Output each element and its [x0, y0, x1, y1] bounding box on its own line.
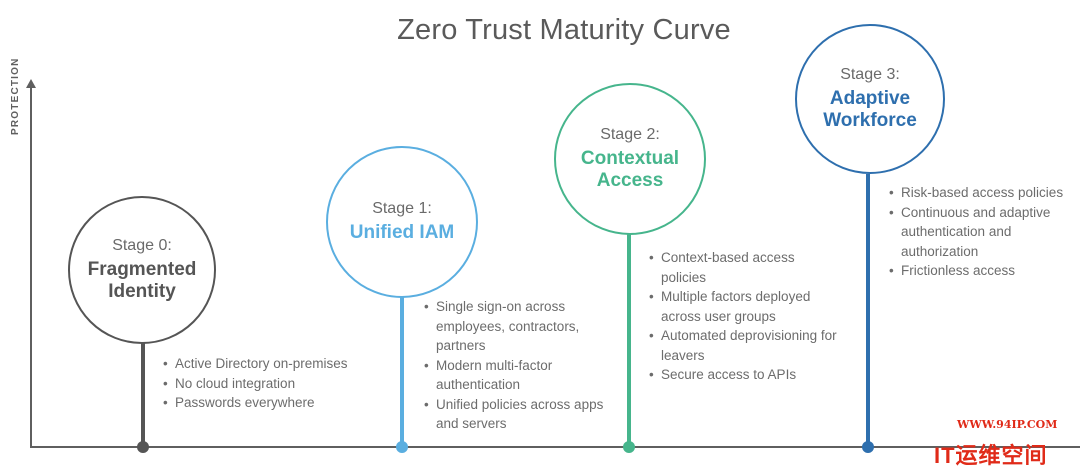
stage-0-name-line: Fragmented: [87, 259, 197, 280]
y-axis-label: PROTECTION: [10, 57, 21, 135]
stage-2-name-line: Contextual: [580, 148, 680, 169]
y-axis: [30, 86, 32, 448]
stage-0-name: Fragmented Identity: [88, 259, 197, 303]
stage-3-marker: [862, 441, 874, 453]
stage-3-label: Stage 3:: [840, 66, 900, 83]
stage-2-bullet: Context-based access policies: [649, 248, 839, 287]
watermark-text: IT运维空间: [934, 443, 1048, 468]
stage-3-name-line: Workforce: [823, 110, 917, 131]
diagram-title: Zero Trust Maturity Curve: [397, 14, 731, 46]
stage-3-stem: [866, 174, 870, 446]
stage-1-bullet: Modern multi-factor authentication: [424, 356, 604, 395]
stage-0-circle: Stage 0: Fragmented Identity: [68, 196, 216, 344]
stage-2-marker: [623, 441, 635, 453]
stage-0-bullet: No cloud integration: [163, 374, 383, 394]
stage-2-label: Stage 2:: [600, 126, 660, 143]
stage-2-name-line: Access: [596, 170, 664, 191]
watermark-url: WWW.94IP.COM: [957, 418, 1058, 431]
stage-1-bullet: Unified policies across apps and servers: [424, 395, 604, 434]
stage-1-name-line: Unified IAM: [349, 222, 455, 243]
stage-3-circle: Stage 3: Adaptive Workforce: [795, 24, 945, 174]
stage-0-marker: [137, 441, 149, 453]
stage-2-bullet: Multiple factors deployed across user gr…: [649, 287, 839, 326]
stage-0-name-line: Identity: [108, 281, 176, 302]
stage-3-bullet: Continuous and adaptive authentication a…: [889, 203, 1064, 262]
stage-0-label: Stage 0:: [112, 237, 172, 254]
stage-3-bullet: Risk-based access policies: [889, 183, 1064, 203]
y-axis-arrow-icon: [26, 79, 36, 88]
stage-3-name: Adaptive Workforce: [823, 88, 917, 132]
stage-1-circle: Stage 1: Unified IAM: [326, 146, 478, 298]
stage-2-circle: Stage 2: Contextual Access: [554, 83, 706, 235]
stage-1-label: Stage 1:: [372, 200, 432, 217]
stage-2-name: Contextual Access: [581, 148, 679, 192]
stage-2-bullet: Secure access to APIs: [649, 365, 839, 385]
stage-3-bullets: Risk-based access policies Continuous an…: [889, 183, 1064, 281]
stage-1-bullet: Single sign-on across employees, contrac…: [424, 297, 604, 356]
stage-1-bullets: Single sign-on across employees, contrac…: [424, 297, 604, 434]
stage-0-bullet: Passwords everywhere: [163, 393, 383, 413]
x-axis: [30, 446, 1080, 448]
stage-0-stem: [141, 336, 145, 446]
stage-2-bullet: Automated deprovisioning for leavers: [649, 326, 839, 365]
stage-1-name: Unified IAM: [350, 222, 455, 244]
stage-1-stem: [400, 290, 404, 446]
stage-1-marker: [396, 441, 408, 453]
stage-3-name-line: Adaptive: [829, 88, 911, 109]
stage-2-stem: [627, 234, 631, 446]
stage-2-bullets: Context-based access policies Multiple f…: [649, 248, 839, 385]
stage-3-bullet: Frictionless access: [889, 261, 1064, 281]
stage-0-bullet: Active Directory on-premises: [163, 354, 383, 374]
stage-0-bullets: Active Directory on-premises No cloud in…: [163, 354, 383, 413]
